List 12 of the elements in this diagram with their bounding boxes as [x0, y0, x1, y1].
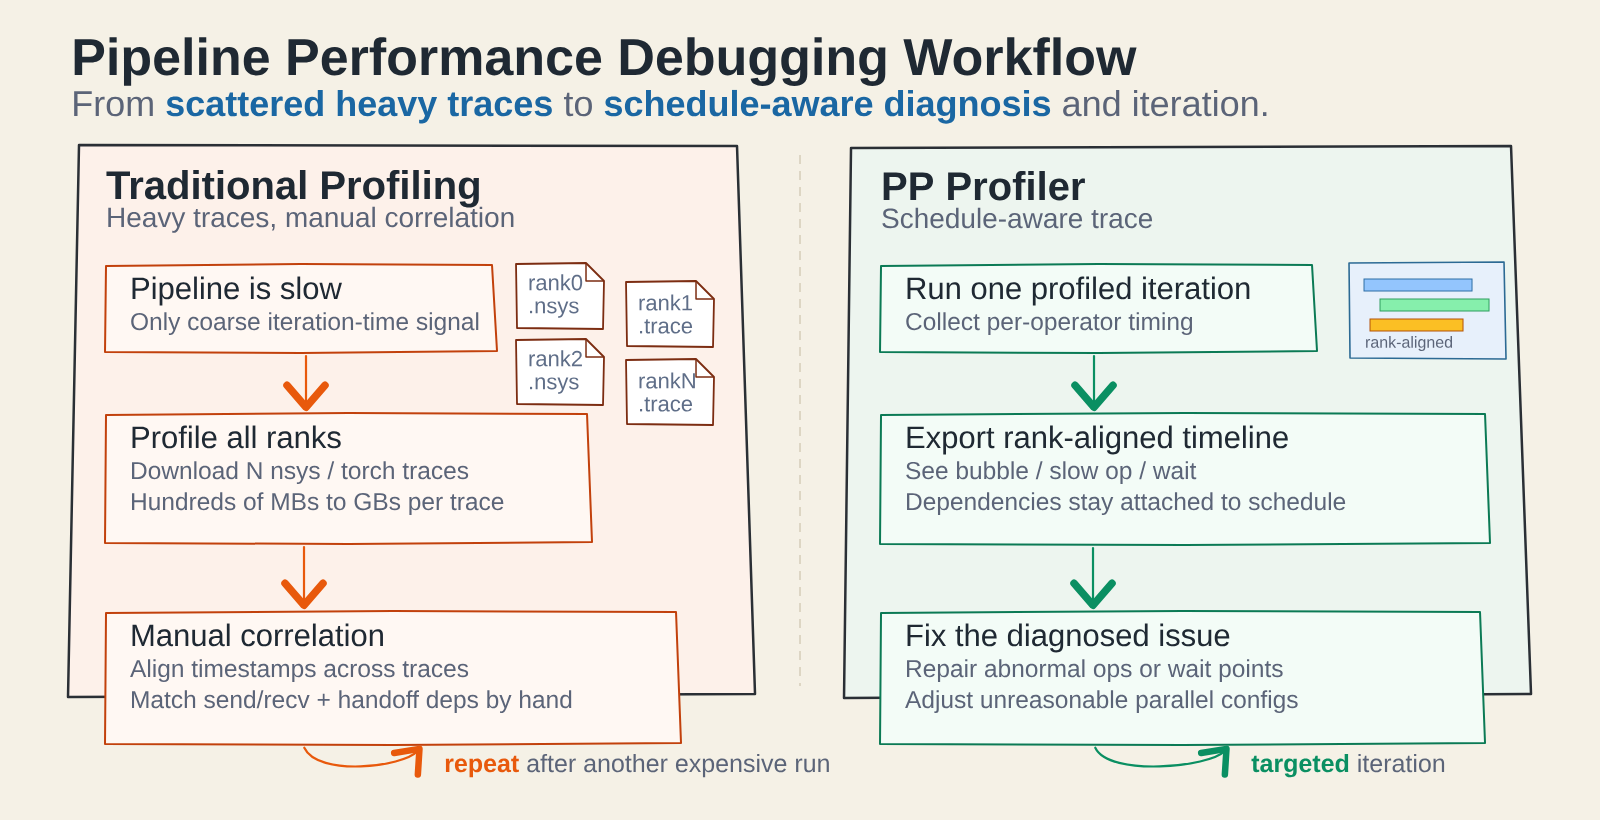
process-box: Export rank-aligned timeline See bubble / slow op / wait Dependencies stay attached to schedule [879, 412, 1491, 546]
process-box: Manual correlation Align timestamps across traces Match send/recv + handoff deps by hand [104, 610, 682, 746]
loop-arrow [303, 745, 423, 778]
title: Pipeline Performance Debugging Workflow [74, 37, 1137, 87]
process-box: Profile all ranks Download N nsys / torch traces Hundreds of MBs to GBs per trace [104, 412, 593, 545]
edge-label: targeted iteration [1249, 751, 1448, 780]
edge-label: repeat after another expensive run [442, 751, 833, 780]
subtitle: From scattered heavy traces to schedule-aware diagnosis and iteration. [74, 89, 1267, 124]
process-box: Fix the diagnosed issue Repair abnormal ops or wait points Adjust unreasonable parallel configs [879, 610, 1486, 746]
process-box: Run one profiled iteration Collect per-operator timing [879, 263, 1318, 354]
loop-arrow [1094, 745, 1230, 778]
process-box: Pipeline is slow Only coarse iteration-time signal [104, 263, 498, 354]
